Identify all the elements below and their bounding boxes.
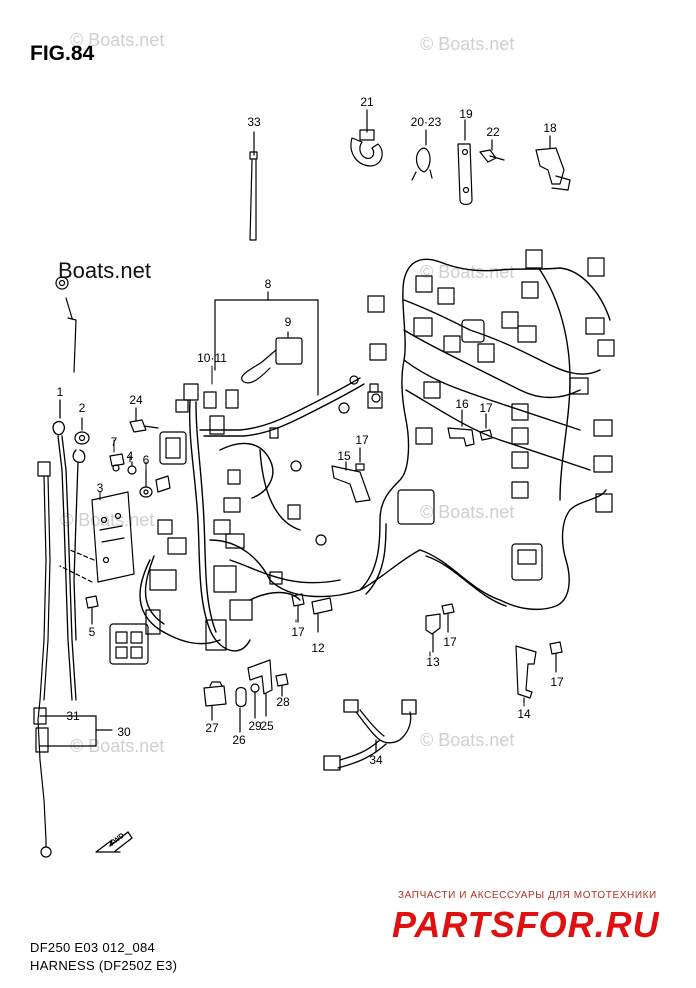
main-harness bbox=[139, 377, 421, 652]
callout-28: 28 bbox=[276, 695, 290, 709]
callout-17: 17 bbox=[355, 433, 369, 447]
watermark: © Boats.net bbox=[70, 736, 165, 756]
bracket-part bbox=[447, 409, 475, 447]
callout-14: 14 bbox=[517, 707, 531, 721]
connector-group bbox=[367, 249, 615, 581]
plate-part bbox=[91, 491, 135, 583]
callout-17: 17 bbox=[291, 625, 305, 639]
grommet-part bbox=[74, 417, 90, 445]
leader-lines bbox=[99, 365, 525, 707]
callout-30: 30 bbox=[117, 725, 131, 739]
watermark: © Boats.net bbox=[420, 502, 515, 522]
callout-26: 26 bbox=[232, 733, 246, 747]
callout-17: 17 bbox=[479, 401, 493, 415]
callout-2: 2 bbox=[79, 401, 86, 415]
bolt-part bbox=[275, 673, 289, 697]
callout-22: 22 bbox=[486, 125, 500, 139]
cap-part bbox=[203, 681, 227, 721]
callout-31: 31 bbox=[66, 709, 80, 723]
callout-18: 18 bbox=[543, 121, 557, 135]
bracket-part bbox=[457, 119, 473, 206]
figure-title: FIG.84 bbox=[30, 42, 95, 65]
bolt-part bbox=[355, 447, 365, 471]
callout-1: 1 bbox=[57, 385, 64, 399]
callout-20-23: 20·23 bbox=[411, 115, 442, 129]
bracket-part bbox=[247, 659, 273, 717]
callout-17: 17 bbox=[550, 675, 564, 689]
brand-logo: PARTSFOR.RU bbox=[392, 904, 660, 945]
callout-4: 4 bbox=[127, 449, 134, 463]
clamp-part bbox=[535, 135, 571, 191]
callout-21: 21 bbox=[360, 95, 374, 109]
callout-9: 9 bbox=[285, 315, 292, 329]
nut-part bbox=[85, 595, 99, 625]
watermark: © Boats.net bbox=[420, 262, 515, 282]
long-cable-part bbox=[33, 461, 52, 858]
watermark: © Boats.net bbox=[420, 730, 515, 750]
bracket-part bbox=[425, 613, 441, 653]
bolt-part bbox=[441, 603, 455, 633]
callout-10-11: 10·11 bbox=[197, 351, 227, 365]
right-harness bbox=[359, 258, 611, 611]
bracket-part bbox=[515, 645, 537, 703]
callout-15: 15 bbox=[337, 449, 351, 463]
grommet-part bbox=[139, 469, 153, 498]
battery-cable-part bbox=[52, 399, 86, 701]
callout-5: 5 bbox=[89, 625, 96, 639]
callout-27: 27 bbox=[205, 721, 219, 735]
boats-logo-icon bbox=[55, 276, 77, 373]
clamp-part bbox=[350, 109, 383, 167]
callout-3: 3 bbox=[97, 481, 104, 495]
callout-34: 34 bbox=[369, 753, 383, 767]
callout-bracket bbox=[39, 715, 113, 747]
clip-part bbox=[411, 129, 433, 181]
coupler-part bbox=[109, 609, 161, 665]
callout-12: 12 bbox=[311, 641, 325, 655]
cap-part bbox=[155, 475, 171, 493]
figure-caption: HARNESS (DF250Z E3) bbox=[30, 958, 178, 973]
callout-6: 6 bbox=[143, 453, 150, 467]
bolt-part bbox=[109, 453, 125, 472]
callout-33: 33 bbox=[247, 115, 261, 129]
bolt-part bbox=[129, 407, 159, 433]
callout-19: 19 bbox=[459, 107, 473, 121]
nut-part bbox=[250, 683, 260, 719]
sub-harness-part bbox=[323, 699, 417, 771]
fwd-arrow-icon bbox=[95, 831, 133, 853]
callout-24: 24 bbox=[129, 393, 143, 407]
plug-part bbox=[235, 686, 247, 733]
figure-code: DF250 E03 012_084 bbox=[30, 940, 156, 955]
watermark: © Boats.net bbox=[420, 34, 515, 54]
bracket-part bbox=[331, 461, 371, 503]
callout-17: 17 bbox=[443, 635, 457, 649]
bolt-part bbox=[549, 641, 563, 673]
callout-29: 29 bbox=[248, 719, 262, 733]
bolt-part bbox=[479, 413, 493, 441]
grommet-part bbox=[127, 461, 137, 475]
callout-bracket bbox=[214, 291, 319, 396]
relay-part bbox=[241, 331, 303, 384]
callout-7: 7 bbox=[111, 435, 118, 449]
callout-16: 16 bbox=[455, 397, 469, 411]
watermark: © Boats.net bbox=[70, 30, 165, 50]
bolt-part bbox=[479, 139, 505, 163]
boats-net-logo: Boats.net bbox=[58, 258, 151, 283]
callout-13: 13 bbox=[426, 655, 440, 669]
brand-tagline: ЗАПЧАСТИ И АКСЕССУАРЫ ДЛЯ МОТОТЕХНИКИ bbox=[398, 890, 657, 901]
callout-25: 25 bbox=[260, 719, 274, 733]
bolt-part bbox=[291, 593, 305, 623]
callout-8: 8 bbox=[265, 277, 272, 291]
dashed-leader bbox=[59, 549, 95, 583]
callout-numbers: 33 21 20·23 19 22 18 8 9 10·11 24 1 2 7 … bbox=[57, 95, 564, 767]
bracket-part bbox=[311, 597, 333, 633]
connector-group bbox=[149, 375, 359, 651]
cable-tie-part bbox=[249, 131, 258, 241]
